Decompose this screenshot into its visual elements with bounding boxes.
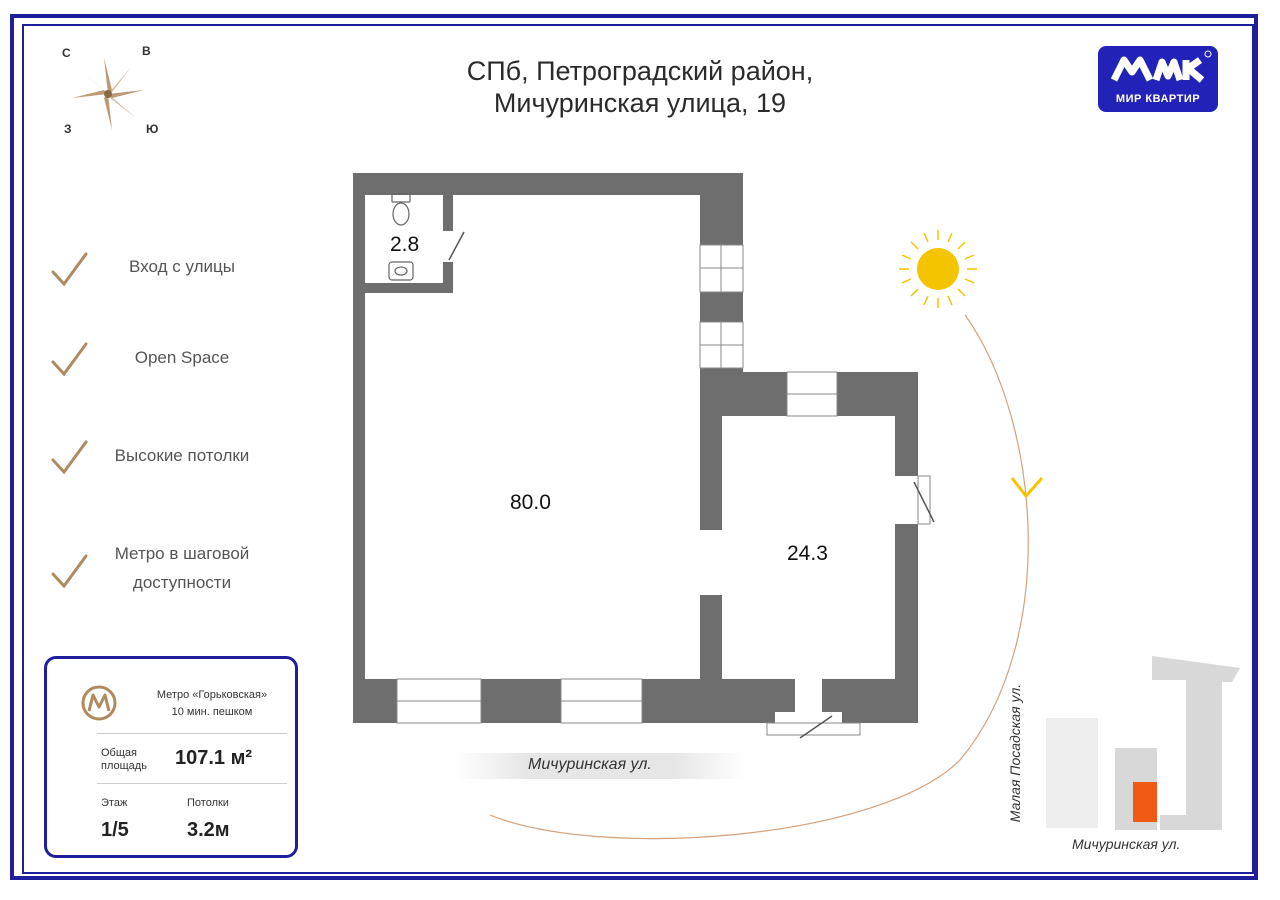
- metro-icon: [81, 685, 117, 721]
- wall: [700, 595, 722, 723]
- feature-open-space: Open Space: [134, 348, 230, 367]
- side-door: [917, 475, 931, 525]
- room-area-wc: 2.8: [390, 233, 420, 256]
- wall: [443, 183, 453, 231]
- logo: МИР КВАРТИР: [1098, 46, 1218, 112]
- wall: [353, 283, 453, 293]
- highlight-building: [1133, 782, 1157, 822]
- area-label: Общая площадь: [101, 747, 147, 773]
- check-icon: [51, 252, 88, 287]
- wall: [700, 372, 722, 530]
- wall: [353, 173, 365, 723]
- title-line-2: Мичуринская улица, 19: [493, 88, 787, 118]
- wall: [453, 183, 475, 195]
- arrow-chevron-icon: [1010, 477, 1044, 499]
- outer-frame: [10, 14, 1258, 880]
- side-door-swing: [913, 481, 935, 523]
- ceiling-label: Потолки: [187, 797, 229, 809]
- sink-icon: [388, 261, 414, 281]
- room-area-main: 80.0: [510, 491, 551, 514]
- street-label-map-bottom: Мичуринская ул.: [1072, 836, 1181, 852]
- room-area-side: 24.3: [787, 542, 828, 565]
- wc-door-swing: [448, 231, 465, 261]
- entrance-door-swing: [799, 715, 833, 739]
- wall: [895, 372, 918, 476]
- floor-value: 1/5: [101, 819, 129, 841]
- check-icon: [51, 554, 88, 589]
- compass-north: С: [62, 46, 71, 60]
- title-line-1: СПб, Петроградский район,: [466, 56, 814, 86]
- wall: [443, 262, 453, 293]
- feature-street-entrance: Вход с улицы: [129, 257, 235, 276]
- check-icon: [51, 342, 88, 377]
- feature-metro-nearby: Метро в шаговой доступности: [114, 544, 250, 592]
- metro-station: Метро «Горьковская»: [156, 689, 268, 701]
- compass-south: Ю: [146, 122, 159, 136]
- logo-text: МИР КВАРТИР: [1115, 93, 1201, 105]
- metro-walk-time: 10 мин. пешком: [171, 706, 253, 718]
- wall: [895, 524, 918, 723]
- area-label-line-1: Общая: [101, 747, 137, 759]
- divider: [97, 783, 287, 784]
- info-card: Метро «Горьковская» 10 мин. пешком Общая…: [44, 656, 298, 858]
- divider: [97, 733, 287, 734]
- wall: [353, 173, 743, 195]
- street-band: [455, 753, 745, 779]
- metro-info: Метро «Горьковская» 10 мин. пешком: [137, 687, 287, 721]
- sun-icon: [899, 230, 977, 308]
- compass-east: В: [142, 44, 151, 58]
- floor-label: Этаж: [101, 797, 128, 809]
- feature-high-ceilings: Высокие потолки: [114, 446, 250, 465]
- wall: [700, 173, 743, 245]
- toilet-icon: [391, 193, 411, 226]
- moon-icon: [479, 790, 510, 841]
- compass-rose-icon: [72, 58, 144, 130]
- sun-path-arc: [489, 314, 1029, 840]
- ceiling-value: 3.2м: [187, 819, 230, 841]
- logo-mark-icon: [1110, 50, 1212, 83]
- compass-west: З: [64, 122, 72, 136]
- page-title: СПб, Петроградский район, Мичуринская ул…: [380, 55, 900, 119]
- area-value: 107.1 м²: [175, 747, 253, 769]
- location-map: [1046, 656, 1240, 830]
- street-label-map-side: Малая Посадская ул.: [1007, 683, 1023, 823]
- inner-frame: [22, 24, 1254, 874]
- street-label-bottom: Мичуринская ул.: [528, 756, 652, 773]
- entrance-door-notch: [822, 679, 842, 712]
- area-label-line-2: площадь: [101, 760, 147, 772]
- check-icon: [51, 440, 88, 475]
- wall: [700, 292, 743, 322]
- entrance-door-notch: [775, 679, 795, 712]
